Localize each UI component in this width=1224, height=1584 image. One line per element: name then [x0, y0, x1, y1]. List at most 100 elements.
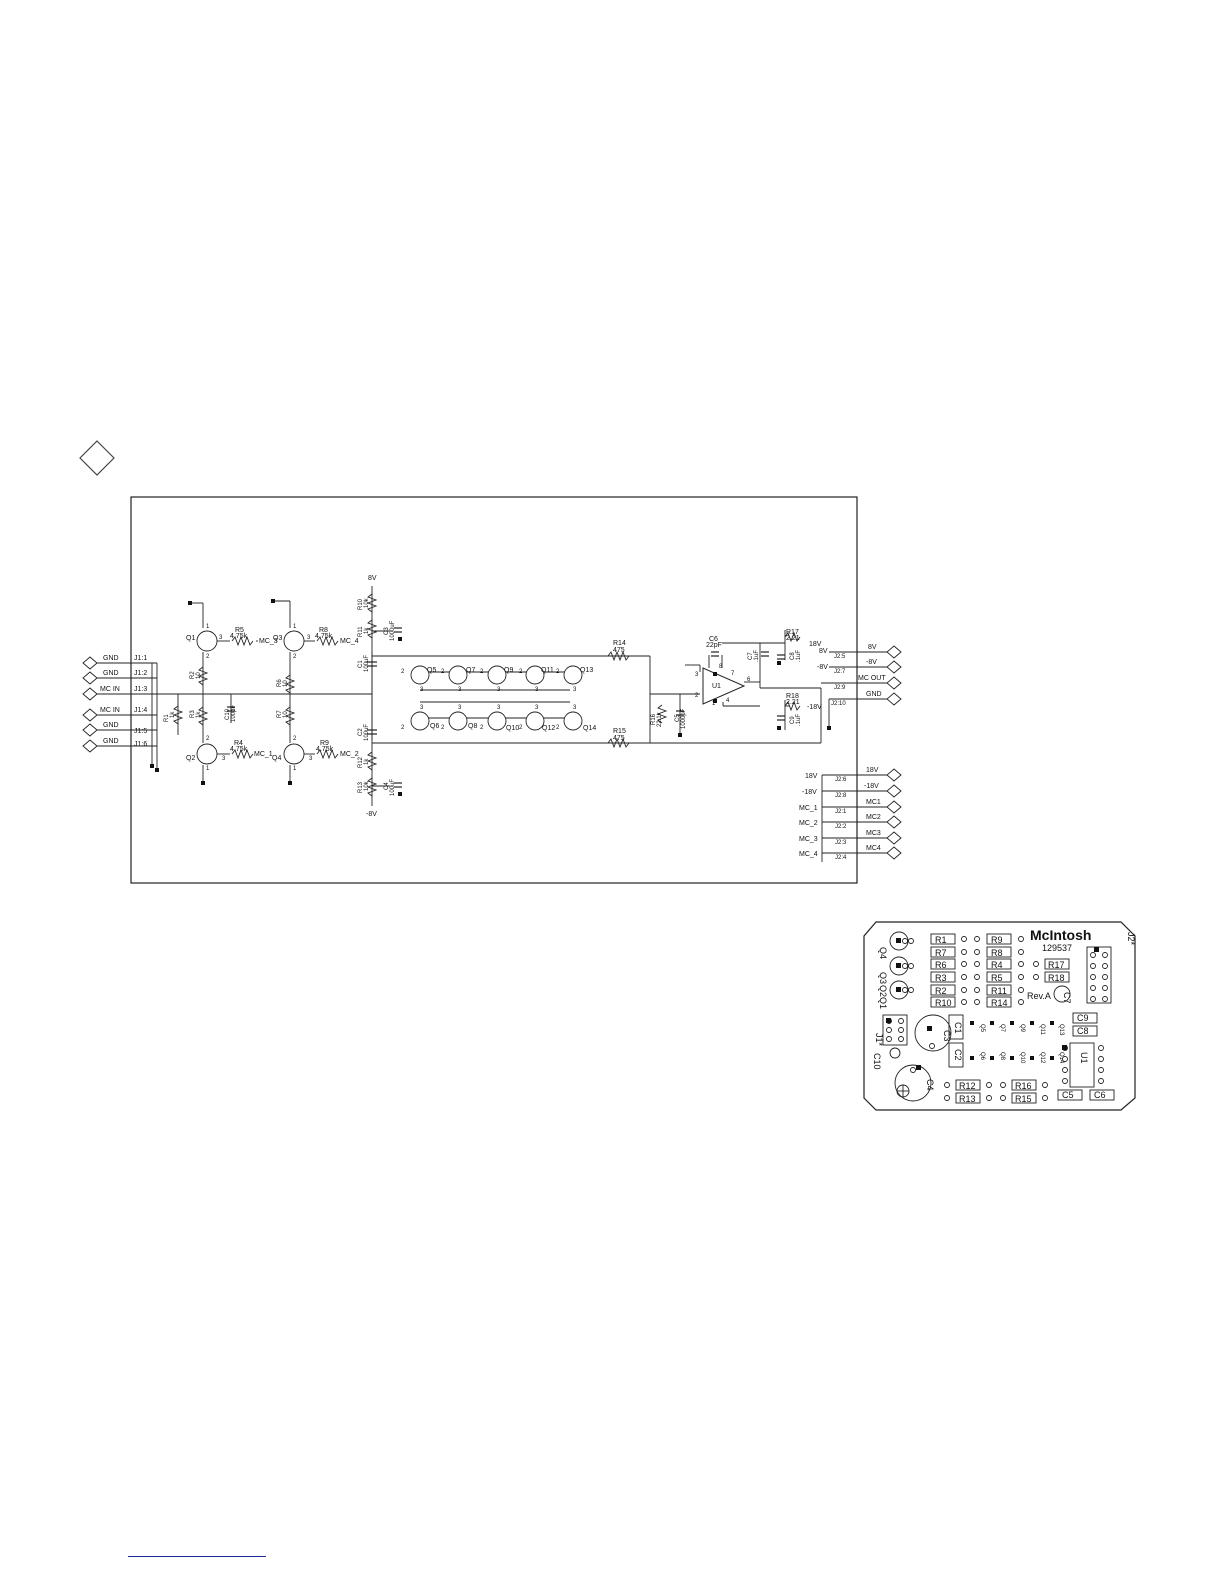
resistor-ref: R13	[358, 781, 364, 793]
net-label: MC_3	[799, 836, 818, 843]
svg-text:R17: R17	[1048, 960, 1065, 970]
svg-text:2: 2	[401, 725, 405, 731]
net-label: -8V	[817, 664, 828, 671]
svg-text:3: 3	[458, 705, 462, 711]
transistor-label: Q5	[427, 667, 436, 674]
transistor-label: Q3	[273, 635, 282, 642]
capacitor-value: 100uF	[364, 655, 370, 672]
capacitor-value: 100pF	[231, 705, 237, 722]
resistor-ref: R10	[358, 598, 364, 610]
svg-text:Q1: Q1	[878, 997, 888, 1009]
svg-text:2: 2	[441, 669, 445, 675]
transistor-label: Q9	[504, 667, 513, 674]
svg-text:C9: C9	[1077, 1013, 1089, 1023]
revision-diamond	[79, 440, 115, 476]
svg-text:3: 3	[219, 635, 223, 641]
svg-text:R15: R15	[1015, 1094, 1032, 1104]
capacitor-ref: C10	[225, 708, 231, 720]
net-label: -18V	[802, 789, 817, 796]
svg-text:C7: C7	[1062, 992, 1072, 1004]
resistor-ref: R3	[190, 710, 196, 718]
pcb-layout: McIntosh 129537 Rev.A	[863, 921, 1136, 1111]
resistor-symbols	[172, 593, 801, 797]
pcb-revision: Rev.A	[1027, 991, 1051, 1001]
connector-label: GND	[103, 655, 119, 662]
svg-text:R8: R8	[991, 948, 1003, 958]
resistor-value: 4.75k	[316, 746, 334, 753]
net-label: MC_4	[799, 851, 818, 858]
connector-label: MC1	[866, 799, 881, 806]
svg-text:C10: C10	[872, 1053, 882, 1070]
transistor-label: Q2	[186, 755, 195, 762]
svg-text:Q7: Q7	[999, 1024, 1005, 1033]
svg-text:3: 3	[458, 687, 462, 693]
resistor-ref: R5	[235, 627, 244, 634]
capacitor-ref: C4	[384, 782, 390, 790]
resistor-value: 4.75k	[230, 633, 248, 640]
resistor-value: 10	[283, 680, 289, 687]
svg-text:Q2: Q2	[878, 985, 888, 997]
capacitor-value: 100uF	[390, 779, 396, 796]
transistor-labels: Q1 Q2 Q3 Q4 Q5 Q6 Q7 Q8 Q9 Q10 Q11 Q12 Q…	[186, 635, 596, 762]
transistor-label: Q4	[272, 755, 281, 762]
pin-label: J2:10	[831, 701, 846, 707]
capacitor-symbols	[227, 627, 785, 788]
svg-text:2: 2	[480, 669, 484, 675]
connector-label: MC2	[866, 814, 881, 821]
transistor-label: Q7	[466, 667, 475, 674]
pin-label: J2:2	[835, 824, 847, 830]
opamp-u1-symbol	[702, 667, 746, 705]
net-label: MC_4	[340, 638, 359, 645]
pin-label: J2:7	[834, 669, 846, 675]
resistor-value: 475	[613, 735, 625, 742]
svg-text:2: 2	[556, 669, 560, 675]
svg-text:R12: R12	[959, 1081, 976, 1091]
transistor-label: Q8	[468, 723, 477, 730]
resistor-value: 1k	[196, 711, 202, 718]
svg-text:3: 3	[497, 705, 501, 711]
svg-text:Q6: Q6	[979, 1052, 985, 1061]
net-label: -8V	[366, 811, 377, 818]
resistor-ref: R12	[358, 756, 364, 768]
resistor-ref: R18	[786, 693, 799, 700]
net-label: MC_2	[799, 820, 818, 827]
right-connector-diamonds	[886, 645, 902, 860]
resistor-ref: R2	[190, 671, 196, 679]
svg-text:C3: C3	[942, 1030, 952, 1042]
svg-text:1: 1	[293, 766, 297, 772]
net-label: 18V	[805, 773, 818, 780]
svg-text:3: 3	[497, 687, 501, 693]
svg-text:R7: R7	[935, 948, 947, 958]
resistor-ref: R16	[651, 713, 657, 725]
resistor-ref: R4	[234, 740, 243, 747]
svg-text:Q12: Q12	[1039, 1052, 1045, 1064]
left-connector-diamonds	[82, 656, 98, 753]
svg-text:4: 4	[726, 698, 730, 704]
capacitor-ref: C7	[748, 652, 754, 660]
resistor-ref: R9	[320, 740, 329, 747]
svg-text:3: 3	[420, 705, 424, 711]
capacitor-ref: C3	[384, 627, 390, 635]
svg-text:3: 3	[695, 672, 699, 678]
svg-text:C2: C2	[953, 1049, 963, 1061]
svg-text:2: 2	[441, 725, 445, 731]
resistor-value: 4.75k	[230, 746, 248, 753]
resistor-ref: R11	[358, 626, 364, 637]
capacitor-value: 1000pF	[681, 708, 687, 729]
net-label: 18V	[809, 641, 822, 648]
svg-text:R2: R2	[935, 986, 947, 996]
resistor-value: 10k	[364, 780, 370, 791]
resistor-value: 1k	[364, 627, 370, 634]
net-label: -18V	[807, 704, 822, 711]
lower-connector-labels: 18V -18V MC1 MC2 MC3 MC4 J2:6 J2:8 J2:1 …	[799, 767, 881, 861]
transistor-label: Q1	[186, 635, 195, 642]
pin-label: J1:6	[134, 741, 147, 748]
svg-text:Q4: Q4	[878, 947, 888, 959]
resistor-value: 10k	[364, 597, 370, 608]
capacitor-ref: C2	[358, 728, 364, 736]
pin-label: J1:2	[134, 670, 147, 677]
transistor-label: Q13	[580, 667, 593, 674]
resistor-ref: R6	[277, 679, 283, 687]
svg-text:3: 3	[573, 687, 577, 693]
